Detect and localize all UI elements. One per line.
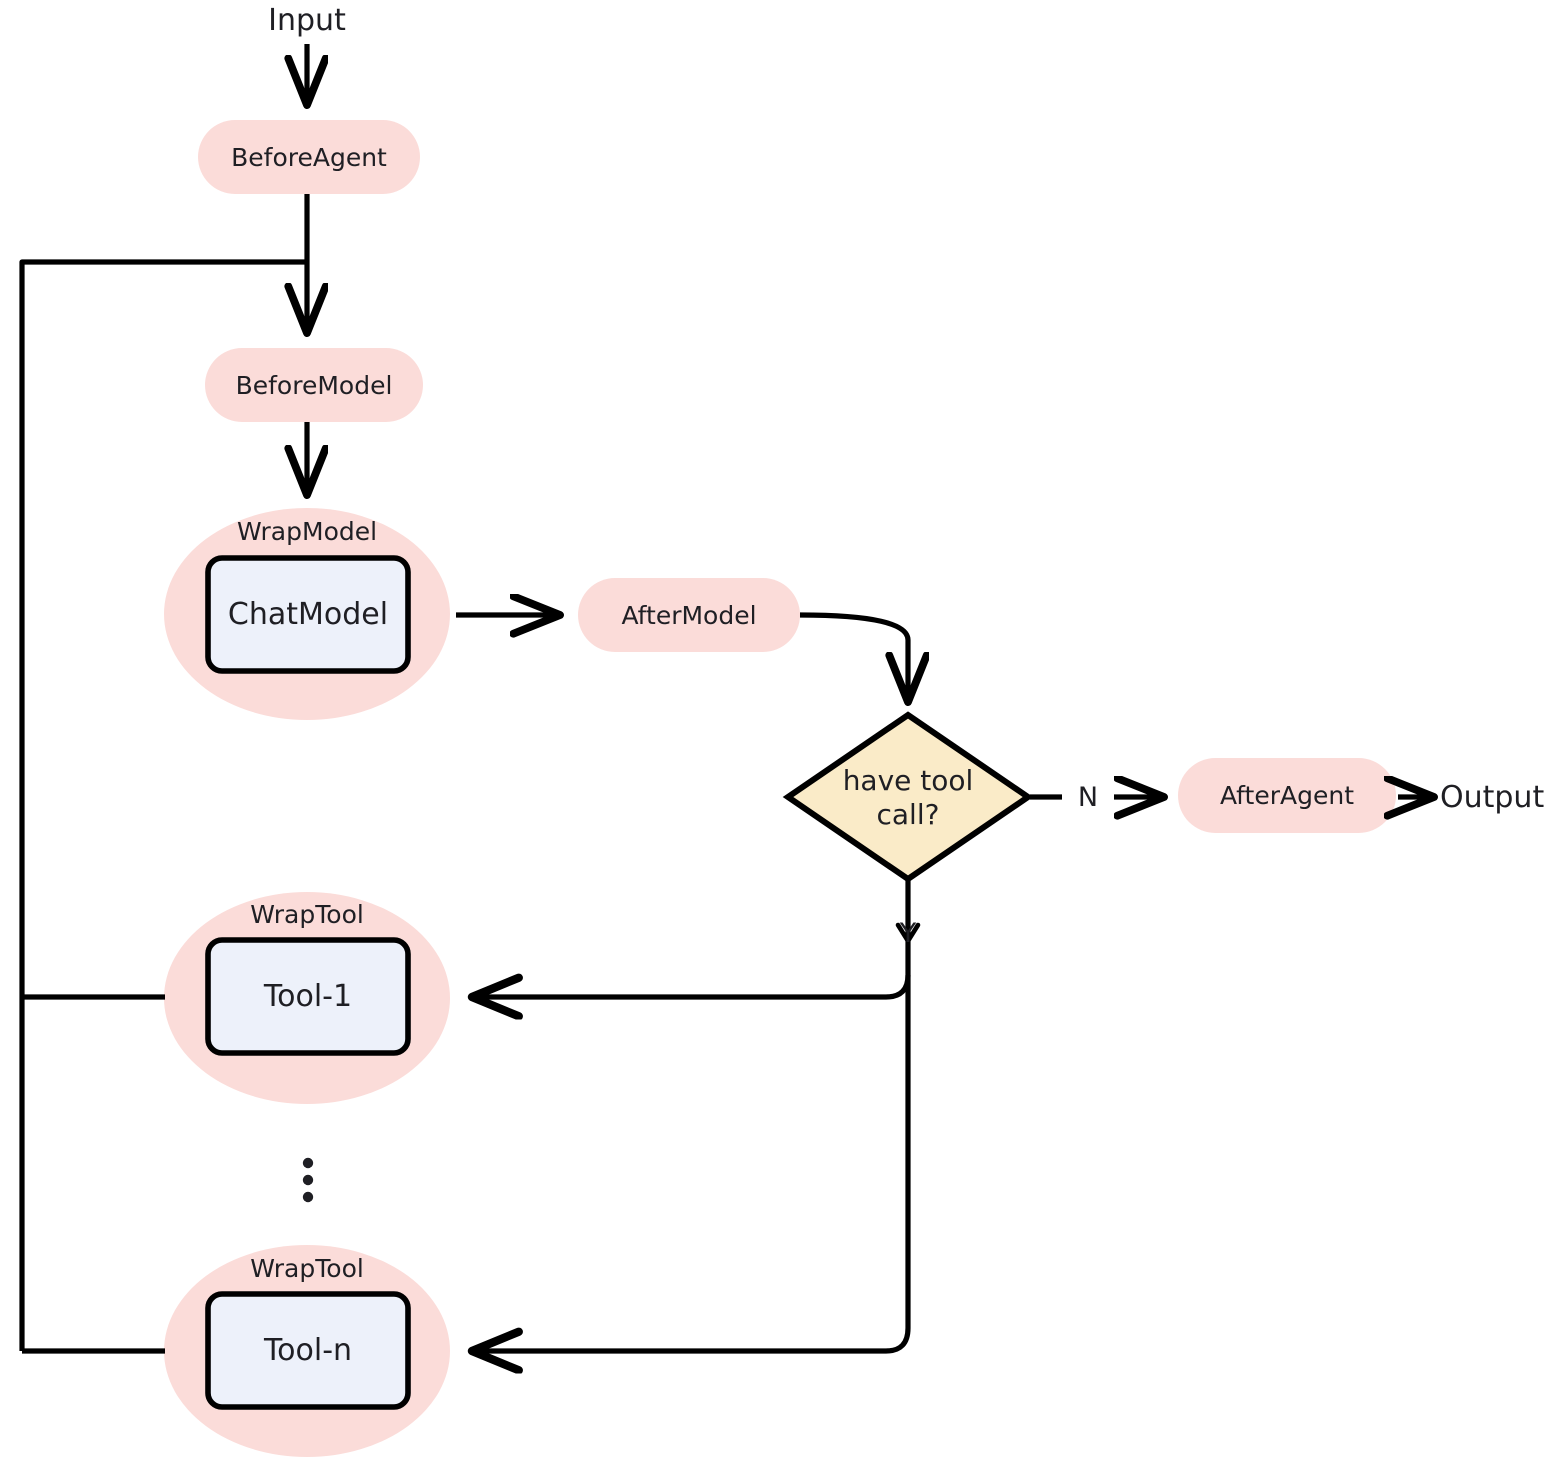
node-before-model-shape[interactable] <box>205 348 423 422</box>
edge-yes-arrowhead <box>895 922 921 944</box>
node-chat-model-box[interactable] <box>205 555 411 674</box>
node-tool-n-box[interactable] <box>205 1291 411 1410</box>
node-decision-diamond[interactable] <box>782 711 1034 883</box>
node-after-agent-shape[interactable] <box>1178 758 1396 833</box>
node-tool-1-box[interactable] <box>205 937 411 1056</box>
node-after-model-shape[interactable] <box>578 578 800 652</box>
edge-after-model-to-decision <box>799 612 908 700</box>
tools-ellipsis-icon <box>302 1157 314 1203</box>
edge-yes-to-tool-1 <box>473 975 911 997</box>
edge-decision-yes-trunk <box>473 880 911 1351</box>
node-before-agent-shape[interactable] <box>198 120 420 194</box>
edge-tools-feedback-trunk <box>19 259 307 1351</box>
